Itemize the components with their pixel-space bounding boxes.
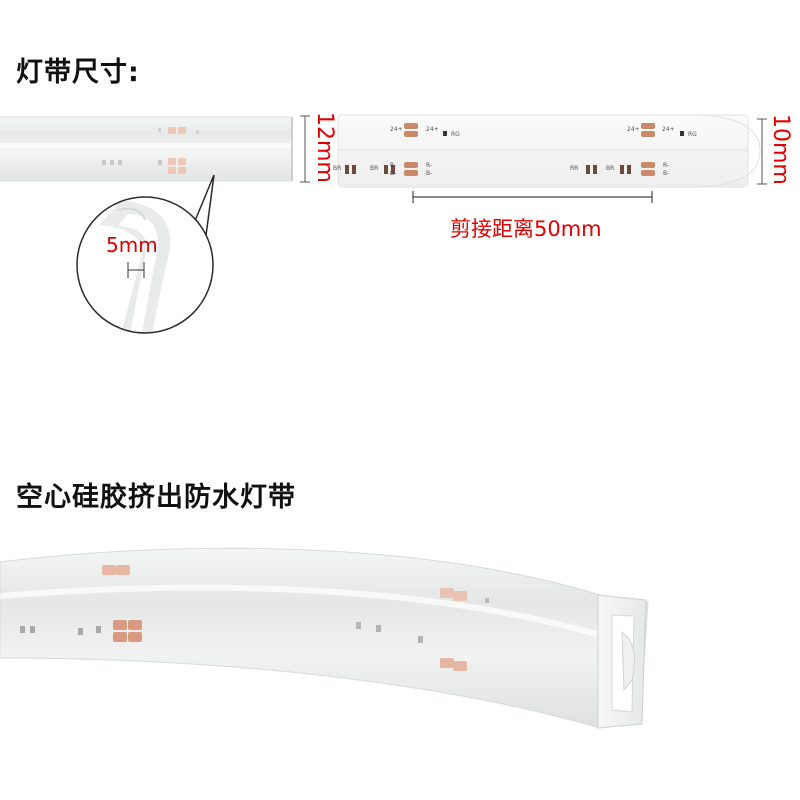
dimension-bracket-12mm: [300, 115, 310, 183]
solder-pad: [404, 123, 418, 129]
led-pad: [440, 588, 454, 598]
led-pad: [113, 620, 127, 630]
solder-pad: [641, 170, 655, 176]
led-pad: [116, 565, 130, 575]
solder-pad: [641, 131, 655, 137]
led-pad: [440, 658, 454, 668]
solder-pad: [404, 131, 418, 137]
pcb-label-24v: 24+: [627, 126, 640, 133]
led-pad: [168, 158, 176, 165]
section-title-product-name: 空心硅胶挤出防水灯带: [16, 482, 296, 513]
pcb-label-br: BR: [606, 165, 614, 172]
pcb-label-br: BR: [333, 165, 341, 172]
pcb-label-b-minus: B-: [426, 170, 432, 177]
led-pad: [113, 632, 127, 642]
pcb-label-24v: 24+: [426, 126, 439, 133]
solder-pad: [641, 123, 655, 129]
pcb-label-rg: RG: [451, 131, 460, 138]
pcb-label-b-minus: B-: [390, 170, 396, 177]
led-pad: [168, 127, 176, 134]
pcb-label-r-minus: R-: [663, 162, 669, 169]
pcb-label-rg: RG: [688, 131, 697, 138]
pcb-label-r-minus: R-: [426, 162, 432, 169]
dimension-bracket-10mm: [757, 118, 767, 185]
solder-pad: [404, 170, 418, 176]
led-pad: [128, 620, 142, 630]
label-pcb-width: 10mm: [768, 114, 793, 185]
dimension-bracket-50mm: [412, 191, 653, 203]
strip-body: [0, 547, 649, 729]
solder-pad: [641, 162, 655, 168]
section-title-strip-size: 灯带尺寸:: [16, 57, 140, 88]
curved-silicone-strip-illustration: [0, 547, 649, 729]
pcb-label-rr: RR: [570, 165, 578, 172]
pcb-label-24v: 24+: [662, 126, 675, 133]
led-pad: [168, 167, 176, 174]
led-pad: [178, 167, 186, 174]
label-cut-distance: 剪接距离50mm: [450, 217, 602, 241]
solder-pad: [404, 162, 418, 168]
led-pad: [178, 127, 186, 134]
led-pad: [453, 591, 467, 601]
silicone-tube-side-view: [0, 116, 293, 182]
led-pad: [128, 632, 142, 642]
pcb-top-view: 24+ 24+ RG 24+ 24+ RG BR BR R- B- R- B- …: [333, 114, 761, 188]
label-outer-width: 12mm: [312, 112, 337, 183]
led-pad: [102, 565, 116, 575]
pcb-label-br: BR: [370, 165, 378, 172]
magnifier-callout: [76, 174, 215, 334]
strip-dimension-illustration: 24+ 24+ RG 24+ 24+ RG BR BR R- B- R- B- …: [0, 114, 767, 334]
led-pad: [453, 661, 467, 671]
pcb-label-24v: 24+: [390, 126, 403, 133]
pcb-label-b-minus: B-: [663, 170, 669, 177]
led-pad: [178, 158, 186, 165]
pcb-label-r-minus: R-: [390, 162, 396, 169]
label-wall-thickness: 5mm: [106, 233, 158, 257]
